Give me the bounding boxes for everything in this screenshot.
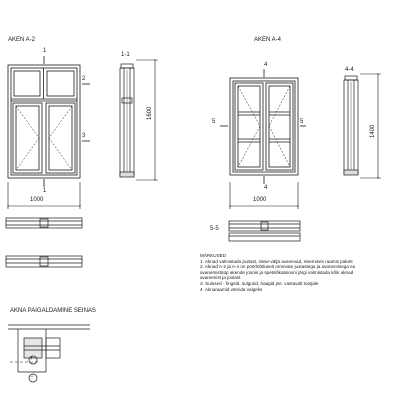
notes-heading: MÄRKUSED	[200, 253, 227, 258]
window-a2-marker-3: 3	[82, 133, 86, 139]
window-a4-elevation	[220, 69, 306, 184]
window-a2-height-label: 1600	[147, 106, 153, 120]
window-a2-marker-bottom: 1	[43, 188, 47, 194]
notes-block: MÄRKUSED 1. Aknad valmistada puitust, si…	[200, 253, 396, 292]
window-a4-width-label: 1000	[253, 197, 267, 203]
window-a4-marker-top: 4	[264, 62, 268, 68]
placement-plus: +	[30, 356, 34, 362]
window-a2-title: AKEN A-2	[8, 37, 36, 43]
window-a2-horizontal-section	[5, 217, 83, 268]
notes-item: 1. Aknad valmistada puitust, sisse-väljä…	[200, 258, 353, 264]
notes-item: avanemist ja joolast	[200, 275, 241, 281]
window-a2-marker-top: 1	[43, 48, 47, 54]
window-a4-height-label: 1400	[370, 124, 376, 138]
window-a2-width-dimension	[6, 182, 82, 209]
section-5-5-label: 5-5	[210, 226, 219, 232]
window-a2-section-1-1	[119, 63, 135, 178]
window-a4-marker-left: 5	[212, 119, 216, 125]
window-a4-section-label: 4-4	[345, 67, 354, 73]
window-a2-section-label: 1-1	[121, 52, 130, 58]
window-a4-marker-bottom: 4	[264, 185, 268, 191]
window-a2-marker-2: 2	[82, 76, 86, 82]
window-a4-width-dimension	[228, 182, 300, 209]
notes-item: avanemistüüp akende joonis ja spetsifika…	[200, 269, 354, 275]
window-a4-section-4-4	[343, 75, 359, 176]
window-a2-width-label: 1000	[30, 197, 44, 203]
notes-item: 3. Sulused - fingeid, sulgurid, haagid j…	[200, 280, 319, 286]
window-a2-elevation	[7, 56, 90, 187]
window-a2-height-dimension	[136, 58, 158, 182]
window-a4-marker-right: 5	[300, 119, 304, 125]
placement-title: AKNA PAIGALDAMINE SEINAS	[10, 308, 96, 314]
placement-minus: −	[30, 374, 34, 380]
window-a4-section-5-5	[228, 220, 301, 242]
window-a4-title: AKEN A-4	[254, 37, 282, 43]
installation-detail	[8, 324, 90, 383]
notes-item: 2. Aknad A-2 ja A-4 on pöörlöhtluseit or…	[200, 264, 356, 270]
window-a4-height-dimension	[360, 72, 381, 180]
notes-item: 4. Aknaraamid värvida valgeks	[200, 286, 263, 292]
